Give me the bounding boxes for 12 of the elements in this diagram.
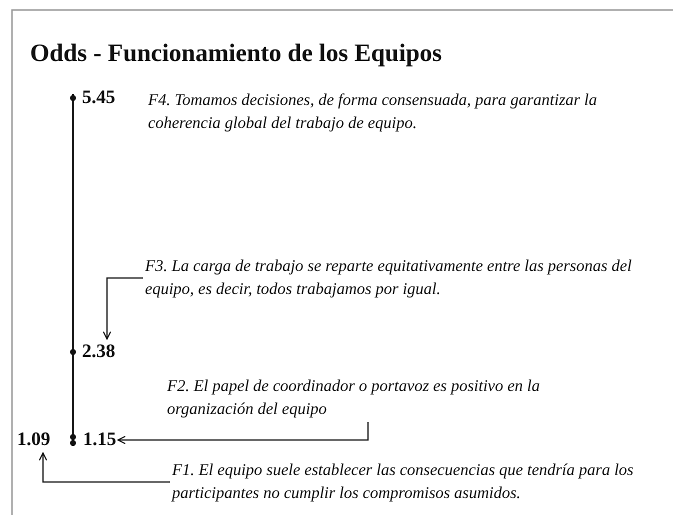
arrow <box>117 422 369 444</box>
statement-text: F4. Tomamos decisiones, de forma consensuada, para garantizar la coherencia global del trabajo de equipo. <box>148 89 598 134</box>
odds-value: 5.45 <box>82 87 116 109</box>
odds-value: 1.09 <box>17 429 50 451</box>
arrow <box>102 277 143 340</box>
odds-value: 2.38 <box>82 341 116 363</box>
statement-text: F3. La carga de trabajo se reparte equitativamente entre las personas del equipo, es decir, todos trabajamos por igual. <box>145 254 660 300</box>
statement-text: F1. El equipo suele establecer las consecuencias que tendría para los participantes no cumplir los compromisos asumidos. <box>172 458 667 504</box>
arrow <box>38 452 170 483</box>
title: Odds - Funcionamiento de los Equipos <box>30 40 442 68</box>
odds-value: 1.15 <box>83 429 116 451</box>
statement-text: F2. El papel de coordinador o portavoz es positivo en la organización del equipo <box>167 374 597 420</box>
